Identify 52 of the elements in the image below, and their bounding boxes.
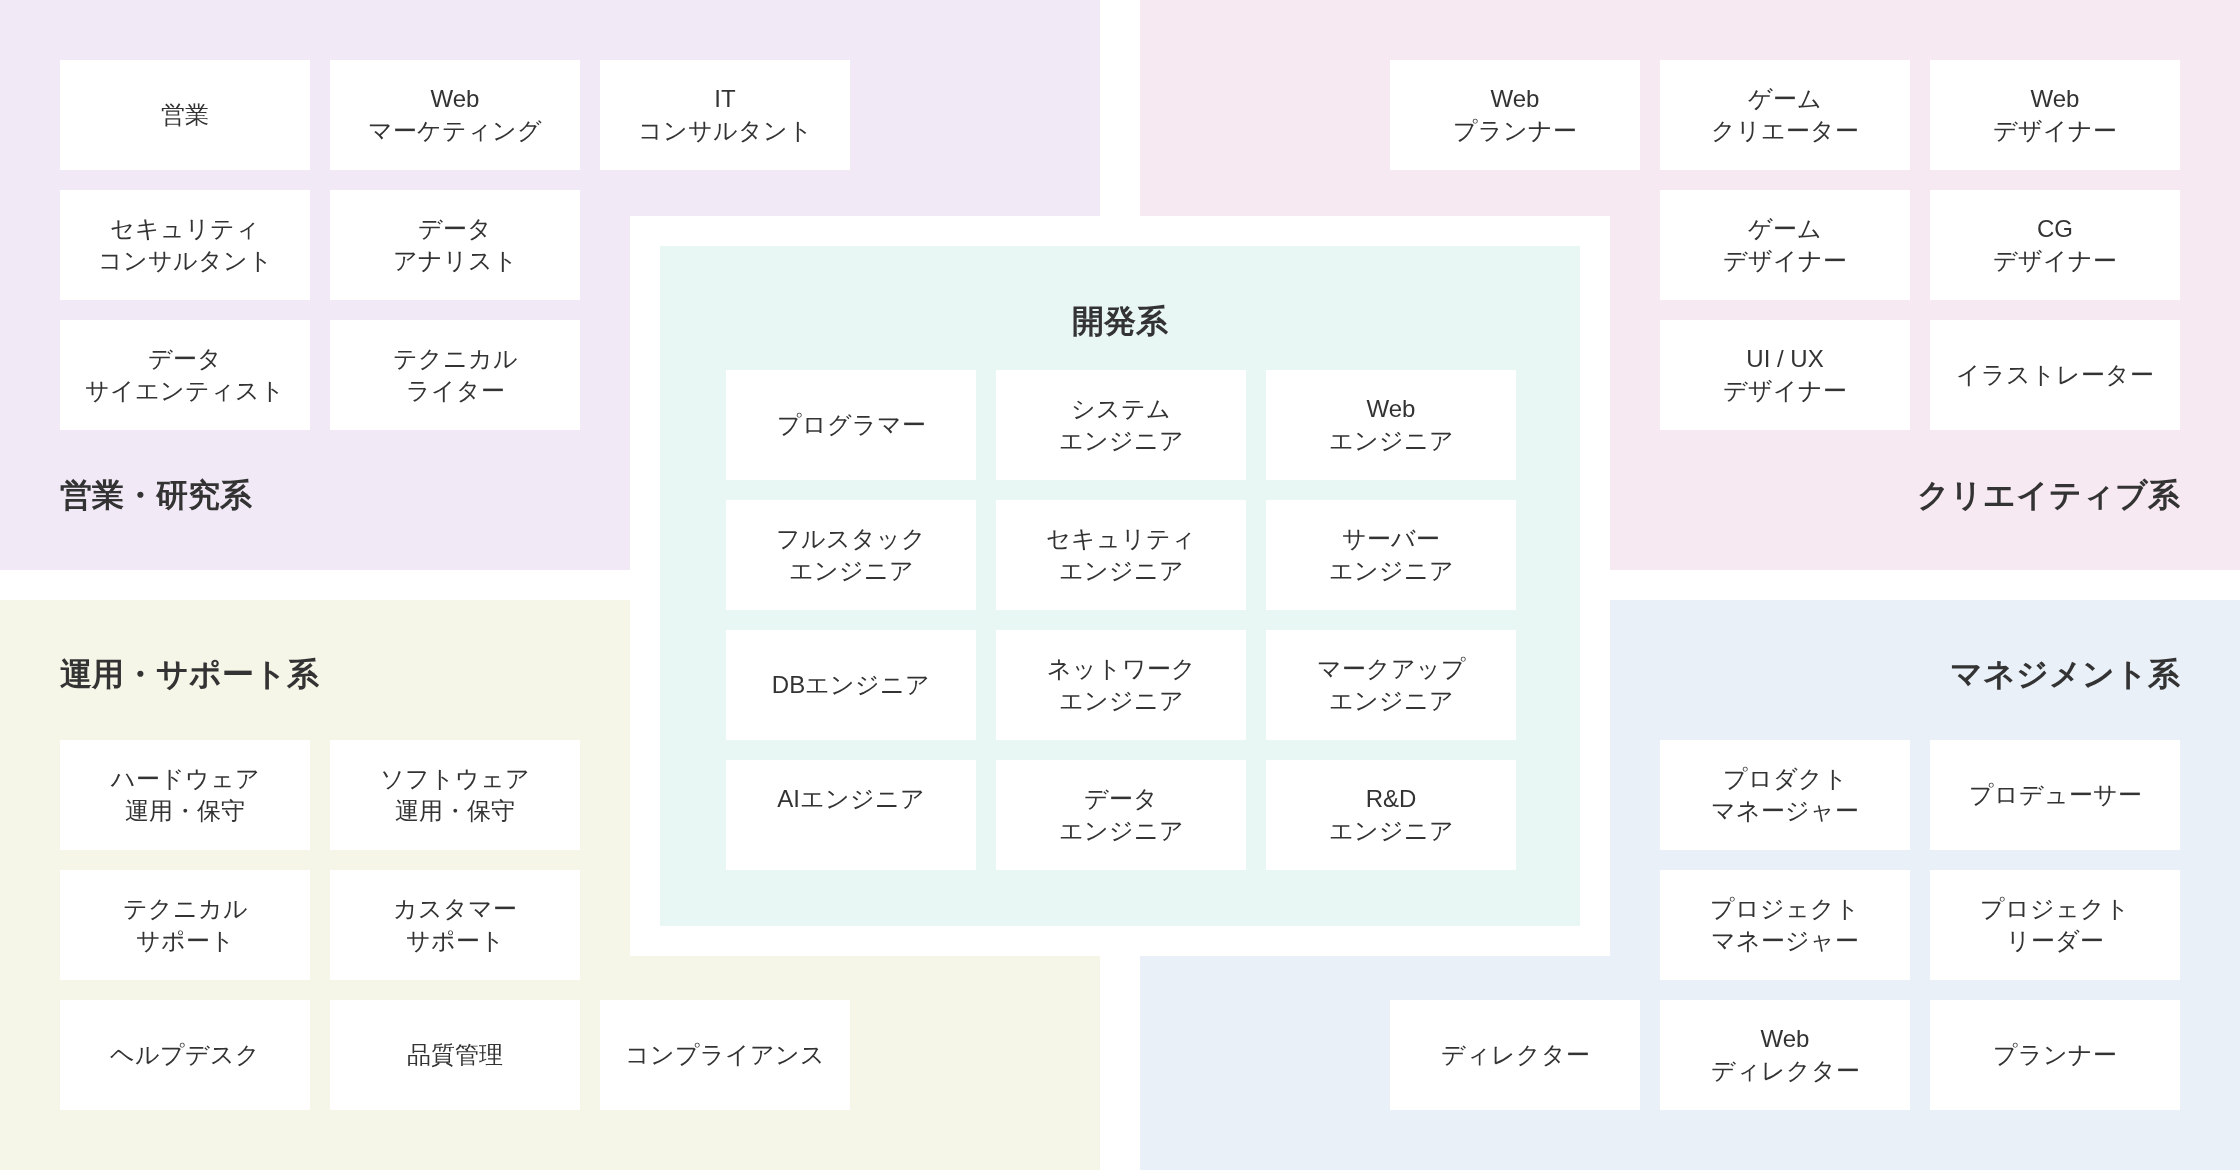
job-card xyxy=(60,740,310,850)
job-title: セキュリティコンサルタント xyxy=(97,214,273,276)
job-title: コンプライアンス xyxy=(625,1040,825,1070)
job-title: データアナリスト xyxy=(392,214,518,276)
job-title: AIエンジニア xyxy=(777,784,925,814)
job-title: イラストレーター xyxy=(1956,360,2154,390)
job-card xyxy=(330,1000,580,1110)
job-title: プロデューサー xyxy=(1968,780,2142,810)
job-title: Web ディレクター xyxy=(1710,1024,1860,1086)
job-title: R&D エンジニア xyxy=(1328,784,1454,846)
job-title: UI / UX デザイナー xyxy=(1723,344,1847,406)
job-title: ソフトウェア運用・保守 xyxy=(380,764,530,826)
job-title: CG デザイナー xyxy=(1993,214,2117,276)
job-title: マークアップエンジニア xyxy=(1316,654,1466,716)
job-title: DBエンジニア xyxy=(771,670,931,700)
job-title: ゲームクリエーター xyxy=(1711,84,1859,146)
job-title: プログラマー xyxy=(776,410,926,440)
job-title: フルスタックエンジニア xyxy=(776,524,926,586)
job-title: ディレクター xyxy=(1440,1040,1590,1070)
job-title: 営業 xyxy=(161,100,209,130)
job-title: プランナー xyxy=(1993,1040,2117,1070)
job-title: セキュリティエンジニア xyxy=(1046,524,1196,586)
job-title: 品質管理 xyxy=(407,1040,503,1070)
job-title: ネットワークエンジニア xyxy=(1046,654,1196,716)
job-title: IT コンサルタント xyxy=(637,84,813,146)
category-heading: マネジメント系 xyxy=(1950,655,2180,694)
job-card xyxy=(600,1000,850,1110)
job-title: カスタマーサポート xyxy=(393,894,517,956)
category-heading: 営業・研究系 xyxy=(60,476,252,515)
job-title: テクニカルサポート xyxy=(122,894,248,956)
job-title: データサイエンティスト xyxy=(85,344,285,406)
category-heading: クリエイティブ系 xyxy=(1917,476,2180,515)
job-title: Web デザイナー xyxy=(1993,84,2117,146)
job-title: ヘルプデスク xyxy=(110,1040,260,1070)
job-title: プロジェクトリーダー xyxy=(1980,894,2130,956)
job-title: システムエンジニア xyxy=(1058,394,1184,456)
category-heading: 運用・サポート系 xyxy=(60,655,319,694)
job-title: Web マーケティング xyxy=(368,84,542,146)
job-title: プロジェクトマネージャー xyxy=(1710,894,1860,956)
job-card xyxy=(330,870,580,980)
job-card xyxy=(60,1000,310,1110)
job-title: データエンジニア xyxy=(1058,784,1184,846)
job-title: プロダクトマネージャー xyxy=(1711,764,1859,826)
job-card xyxy=(60,870,310,980)
job-title: ゲームデザイナー xyxy=(1723,214,1847,276)
job-title: Web プランナー xyxy=(1453,84,1577,146)
job-title: Web エンジニア xyxy=(1328,394,1454,456)
job-title: テクニカルライター xyxy=(392,344,518,406)
job-title: サーバーエンジニア xyxy=(1328,524,1454,586)
job-title: ハードウェア運用・保守 xyxy=(110,764,260,826)
category-heading: 開発系 xyxy=(1071,302,1169,341)
job-card xyxy=(330,740,580,850)
